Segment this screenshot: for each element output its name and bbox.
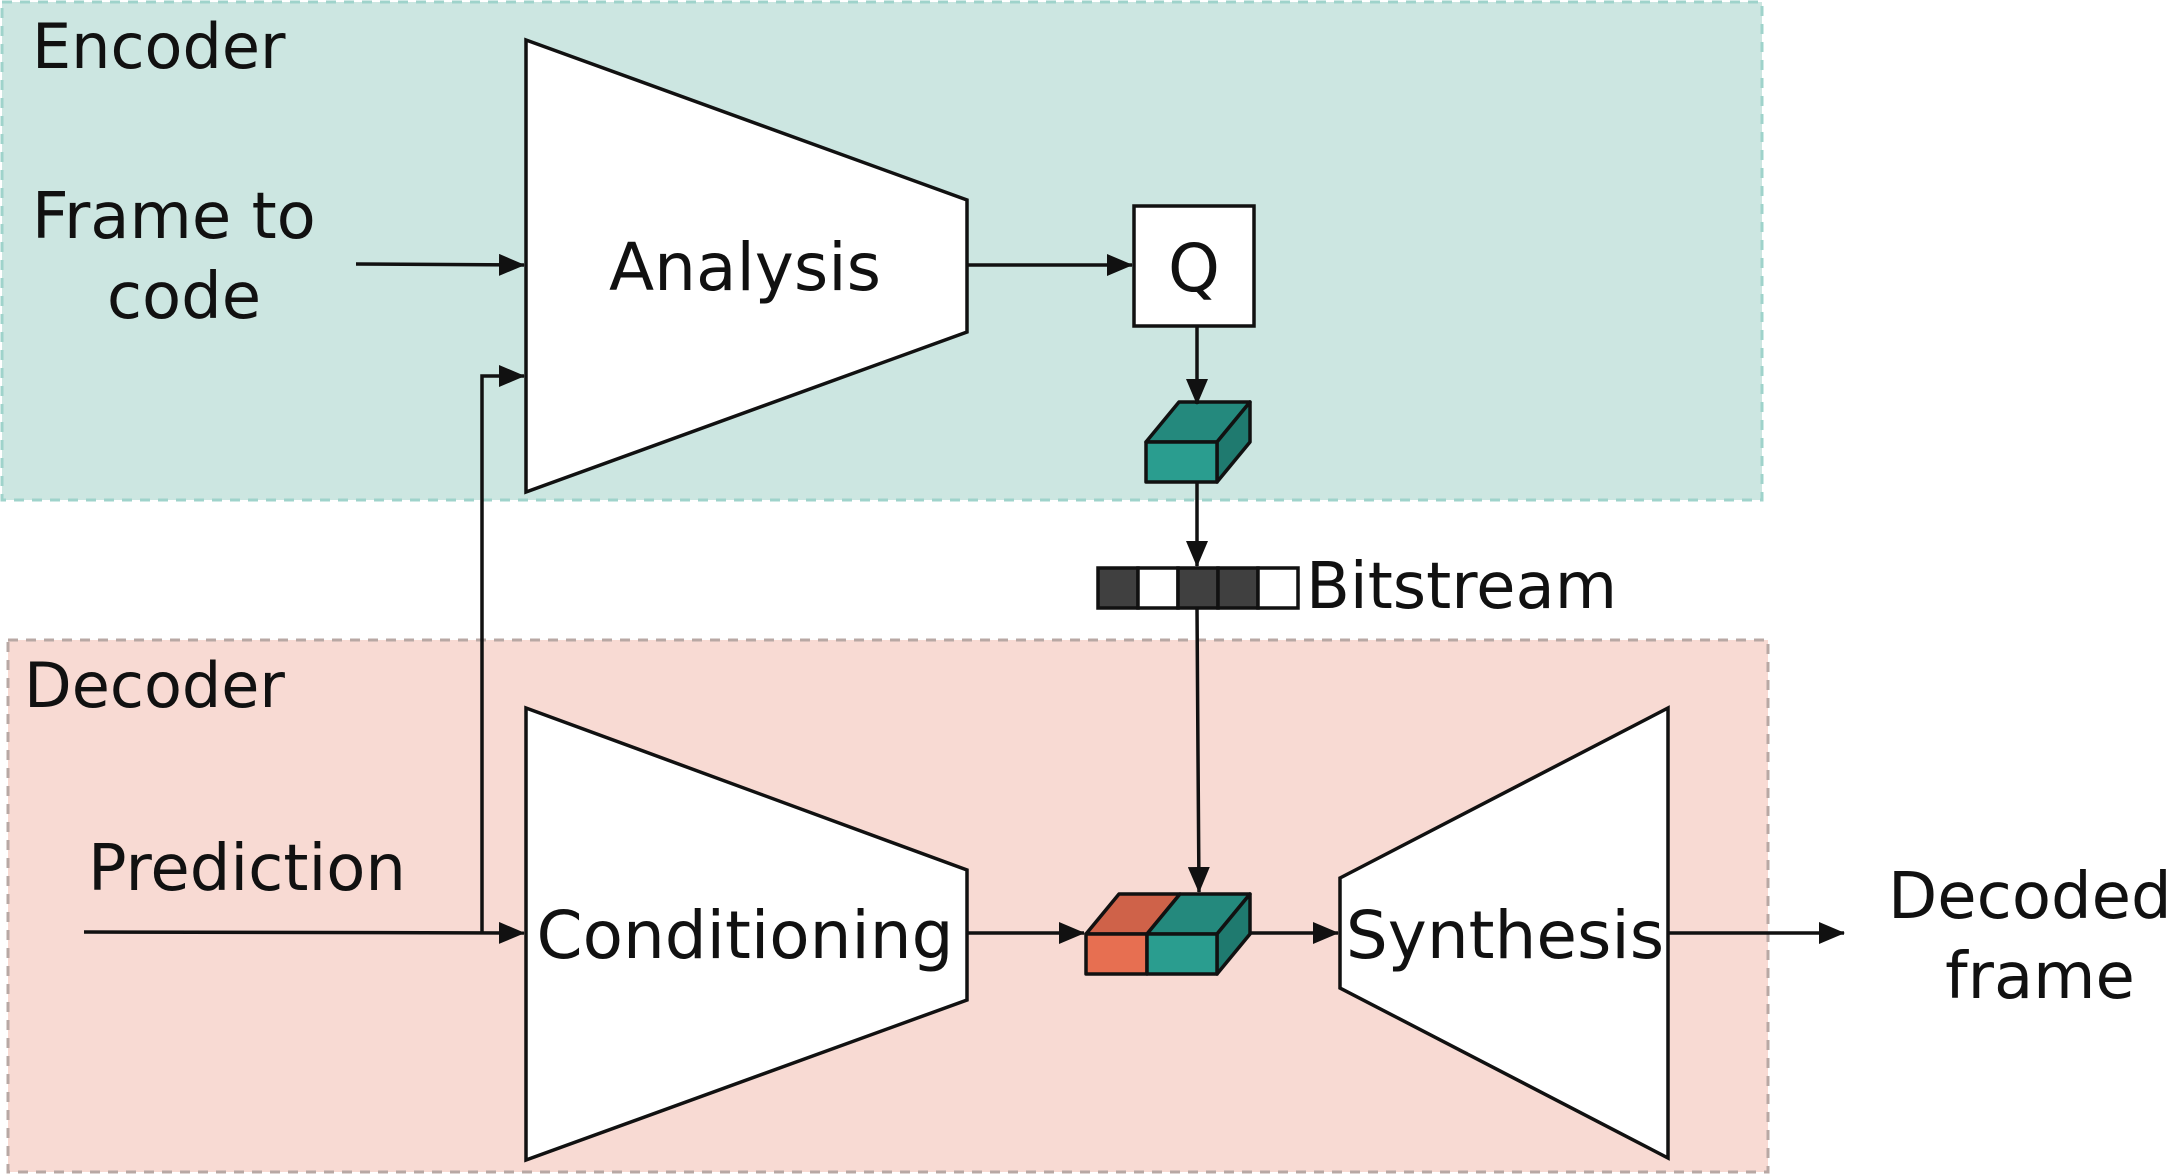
decoded-frame-line-2: frame	[1945, 940, 2135, 1014]
synthesis-block	[1338, 705, 1670, 1161]
arrow-prediction-to-analysis	[480, 365, 525, 932]
bitstream-cell-1	[1096, 566, 1140, 610]
concat-teal-front	[1145, 932, 1219, 976]
analysis-label: Analysis	[609, 229, 881, 306]
frame-to-code-line-2: code	[107, 260, 261, 334]
bitstream-label: Bitstream	[1306, 550, 1617, 624]
decoder-title: Decoder	[24, 649, 285, 722]
bitstream-bar	[1096, 566, 1300, 610]
decoded-frame-label: Decoded frame	[1888, 860, 2184, 1014]
arrow-bitstream-to-concat	[1187, 607, 1210, 893]
arrow-input-to-analysis	[355, 253, 525, 276]
quantizer-block	[1132, 204, 1256, 328]
prediction-label: Prediction	[88, 832, 406, 906]
concat-orange-front	[1084, 932, 1149, 976]
bitstream-cell-2	[1136, 566, 1180, 610]
frame-to-code-line-1: Frame to	[32, 180, 316, 254]
encoder-title: Encoder	[32, 10, 286, 83]
bitstream-cell-3	[1176, 566, 1220, 610]
connectors	[83, 253, 1845, 944]
conditioning-label: Conditioning	[536, 897, 953, 974]
bitstream-cell-5	[1256, 566, 1300, 610]
latent-cube	[1144, 400, 1252, 484]
arrow-prediction-to-conditioning	[83, 921, 525, 944]
bitstream-cell-4	[1216, 566, 1260, 610]
conditioning-block	[524, 705, 969, 1163]
concatenated-latent	[1084, 892, 1252, 976]
decoded-frame-line-1: Decoded	[1888, 860, 2172, 934]
latent-cube-front	[1144, 440, 1219, 484]
frame-to-code-label: Frame to code	[32, 180, 336, 334]
analysis-block	[524, 37, 969, 495]
synthesis-label: Synthesis	[1346, 897, 1664, 974]
quantizer-label: Q	[1168, 230, 1220, 307]
